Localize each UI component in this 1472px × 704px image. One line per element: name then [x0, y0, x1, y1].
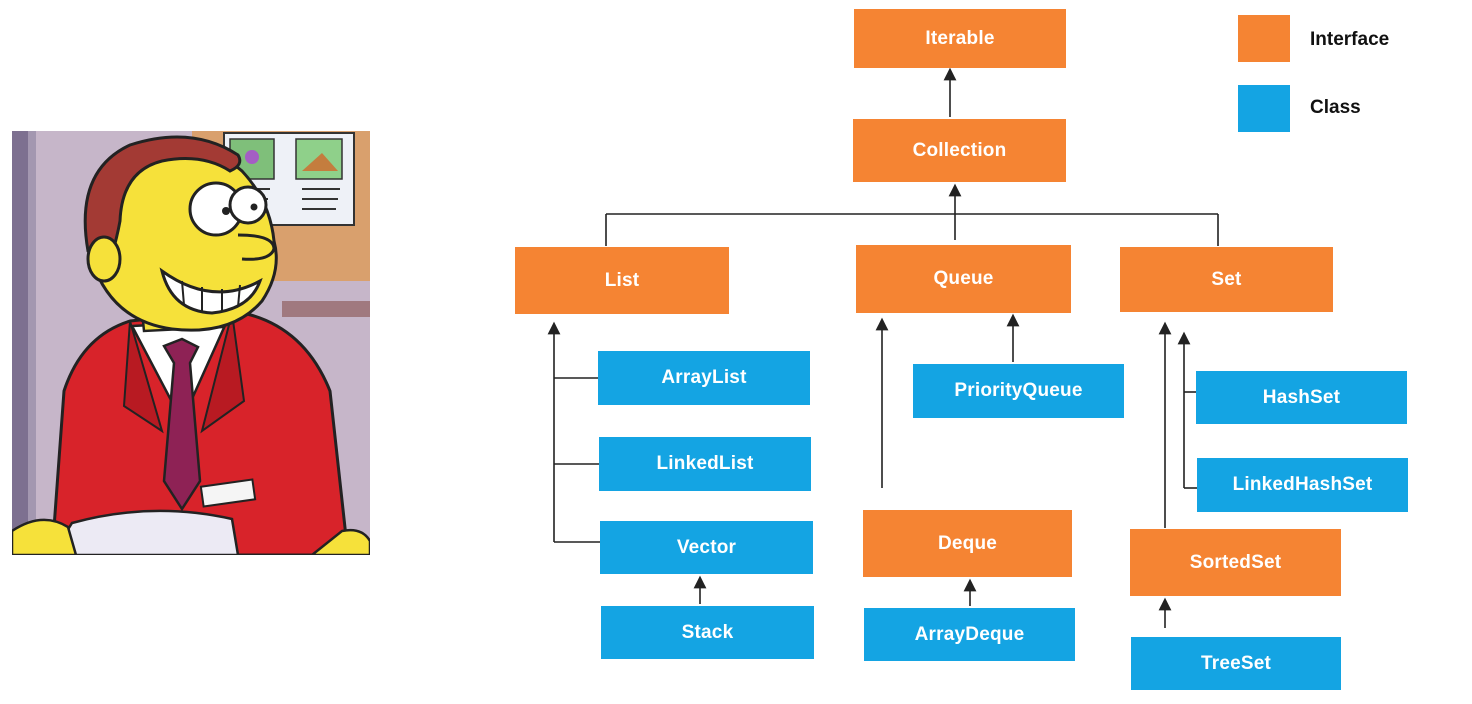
legend-class-swatch — [1238, 85, 1290, 132]
node-linkedlist-label: LinkedList — [656, 453, 754, 474]
node-list: List — [515, 247, 729, 314]
node-linkedhashset-label: LinkedHashSet — [1232, 474, 1373, 495]
legend-interface-label: Interface — [1310, 29, 1390, 50]
legend-class-label: Class — [1310, 97, 1361, 118]
node-queue: Queue — [856, 245, 1071, 313]
node-linkedhashset: LinkedHashSet — [1197, 458, 1408, 512]
node-linkedlist: LinkedList — [599, 437, 811, 491]
node-iterable: Iterable — [854, 9, 1066, 68]
node-stack: Stack — [601, 606, 814, 659]
node-vector-label: Vector — [676, 536, 737, 558]
node-priorityqueue-label: PriorityQueue — [954, 380, 1083, 401]
node-list-label: List — [604, 269, 640, 291]
node-hashset-label: HashSet — [1262, 386, 1341, 408]
node-queue-label: Queue — [933, 268, 994, 289]
node-deque: Deque — [863, 510, 1072, 577]
node-collection-label: Collection — [912, 139, 1007, 161]
node-set-label: Set — [1211, 268, 1242, 290]
node-arraylist-label: ArrayList — [661, 367, 747, 388]
node-arraydeque-label: ArrayDeque — [914, 623, 1025, 645]
node-sortedset: SortedSet — [1130, 529, 1341, 596]
node-priorityqueue: PriorityQueue — [913, 364, 1124, 418]
node-treeset-label: TreeSet — [1200, 652, 1272, 674]
node-treeset: TreeSet — [1131, 637, 1341, 690]
node-iterable-label: Iterable — [925, 27, 995, 49]
node-sortedset-label: SortedSet — [1189, 551, 1282, 573]
node-deque-label: Deque — [937, 532, 998, 554]
node-arraydeque: ArrayDeque — [864, 608, 1075, 661]
node-set: Set — [1120, 247, 1333, 312]
legend-interface-swatch — [1238, 15, 1290, 62]
node-vector: Vector — [600, 521, 813, 574]
node-hashset: HashSet — [1196, 371, 1407, 424]
node-stack-label: Stack — [681, 621, 734, 643]
cartoon-portrait-image — [12, 131, 370, 555]
node-arraylist: ArrayList — [598, 351, 810, 405]
node-collection: Collection — [853, 119, 1066, 182]
